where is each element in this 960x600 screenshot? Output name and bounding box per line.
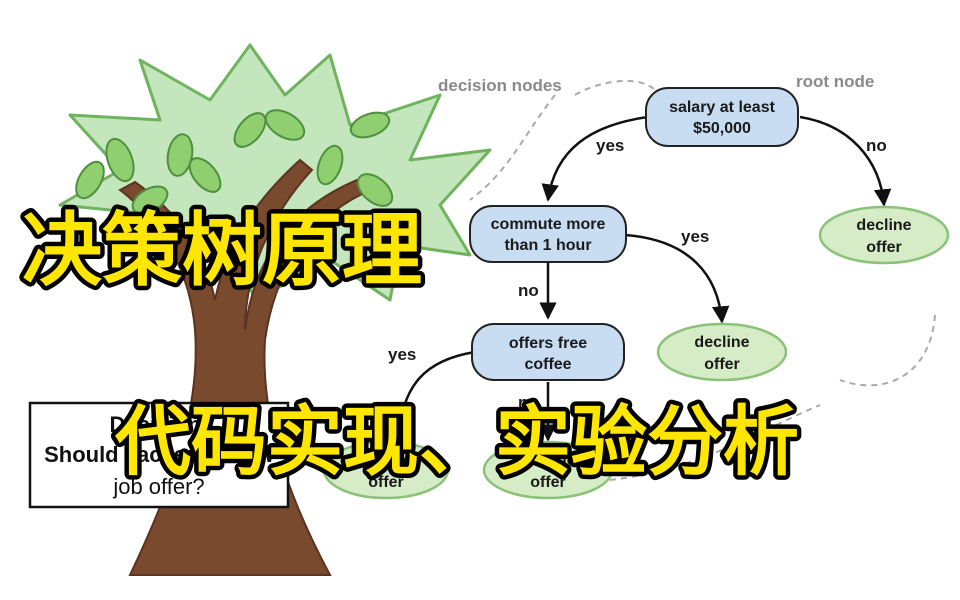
edge-coffee-yes bbox=[390, 350, 476, 442]
edge-label-root-no: no bbox=[866, 136, 887, 155]
leaf-accept-line1: accept bbox=[361, 452, 412, 469]
decision-nodes-annotation-curve-2 bbox=[574, 79, 656, 96]
question-line2: Should I accept a new bbox=[44, 442, 275, 467]
leaf-nodes-annotation-curve-2 bbox=[609, 404, 821, 481]
leaf-right-line1: decline bbox=[856, 217, 911, 234]
decision-question-box: Decision: Should I accept a new job offe… bbox=[28, 401, 290, 509]
leaf-bottom-line1: decline bbox=[520, 452, 575, 469]
root-node-line1: salary at least bbox=[669, 99, 776, 116]
leaf-node-decline-mid: decline offer bbox=[656, 322, 788, 382]
coffee-node-line1: offers free bbox=[509, 335, 587, 352]
root-node-label: root node bbox=[796, 72, 874, 91]
edge-root-yes bbox=[541, 115, 649, 202]
edge-root-no bbox=[799, 115, 892, 207]
decision-nodes-label: decision nodes bbox=[438, 76, 562, 95]
root-decision-node: salary at least $50,000 bbox=[645, 87, 799, 147]
leaf-accept-line2: offer bbox=[368, 474, 404, 491]
title-line2: 代码实现、实验分析 bbox=[114, 397, 799, 486]
leaf-right-line2: offer bbox=[866, 239, 902, 256]
title-line1: 决策树原理 bbox=[22, 204, 422, 297]
leaf-nodes-annotation-curve bbox=[839, 314, 936, 387]
leaf-bottom-line2: offer bbox=[530, 474, 566, 491]
leaf-node-decline-bottom: decline offer bbox=[482, 440, 614, 500]
leaf-node-accept: accept offer bbox=[322, 440, 450, 500]
edge-label-commute-no: no bbox=[518, 281, 539, 300]
leaf-mid-line2: offer bbox=[704, 356, 740, 373]
commute-decision-node: commute more than 1 hour bbox=[469, 205, 627, 263]
tree-leaves bbox=[75, 109, 394, 215]
edge-label-root-yes: yes bbox=[596, 136, 624, 155]
decision-nodes-annotation-curve bbox=[469, 94, 556, 201]
edge-label-coffee-yes: yes bbox=[388, 345, 416, 364]
root-node-line2: $50,000 bbox=[693, 120, 751, 137]
tree-edges bbox=[390, 115, 892, 442]
coffee-decision-node: offers free coffee bbox=[471, 323, 625, 381]
commute-node-line1: commute more bbox=[491, 216, 606, 233]
coffee-node-line2: coffee bbox=[524, 356, 571, 373]
leaf-node-decline-right: decline offer bbox=[818, 205, 950, 265]
edge-commute-yes bbox=[624, 233, 730, 324]
commute-node-line2: than 1 hour bbox=[504, 237, 591, 254]
edge-label-commute-yes: yes bbox=[681, 227, 709, 246]
question-line3: job offer? bbox=[112, 474, 204, 499]
edge-label-coffee-no: no bbox=[518, 393, 539, 412]
question-line1: Decision: bbox=[109, 412, 208, 437]
leaf-mid-line1: decline bbox=[694, 334, 749, 351]
